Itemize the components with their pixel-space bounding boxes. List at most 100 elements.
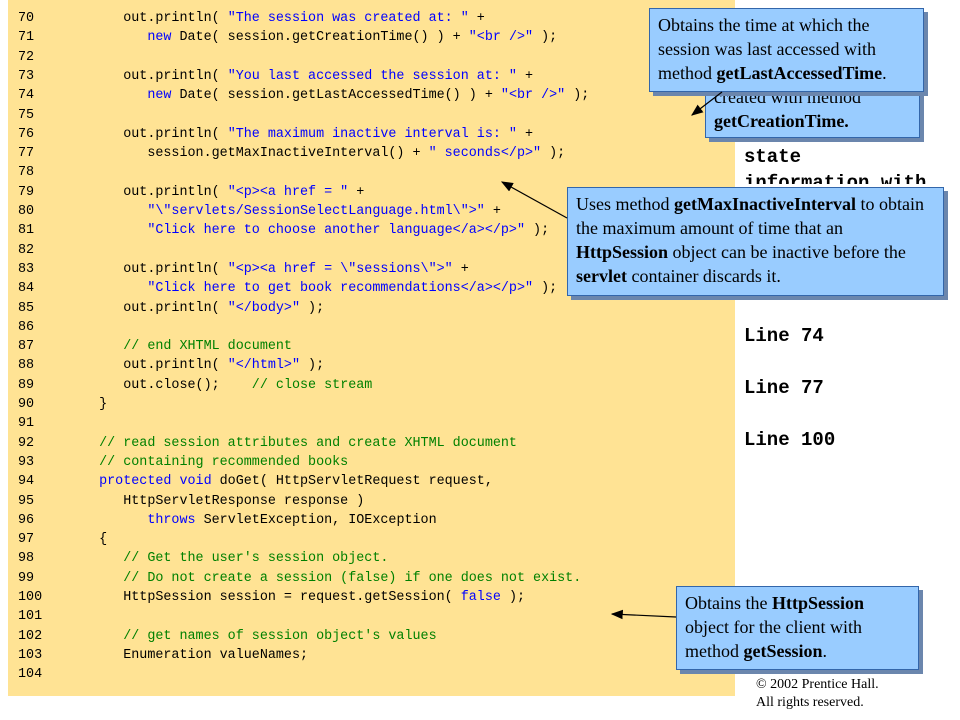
line-number: 77 xyxy=(18,146,35,162)
line-number: 70 xyxy=(18,11,35,26)
line-number: 97 xyxy=(18,532,35,548)
code-token: Enumeration valueNames; xyxy=(75,647,309,663)
callout-last-accessed: Obtains the time at which the session wa… xyxy=(649,8,924,92)
code-token: // get names of session object's values xyxy=(123,628,437,644)
line-number: 82 xyxy=(18,242,35,258)
code-token: out.println( xyxy=(75,261,228,277)
code-source: } xyxy=(75,395,107,414)
code-token xyxy=(75,339,123,354)
code-token: Date( session.getCreationTime() ) + xyxy=(171,30,469,46)
code-source: "\"servlets/SessionSelectLanguage.html\"… xyxy=(75,202,501,221)
code-source: out.close(); // close stream xyxy=(75,376,372,395)
line-number: 95 xyxy=(18,493,35,509)
code-source: out.println( "</body>" ); xyxy=(75,299,324,318)
code-token: // Get the user's session object. xyxy=(123,551,389,567)
code-token: out.println( xyxy=(75,358,228,374)
code-token: protected void xyxy=(99,474,212,490)
sidebar-text-state: state xyxy=(744,146,802,168)
code-token: doGet( HttpServletRequest request, xyxy=(211,474,493,490)
code-token: HttpSession session = request.getSession… xyxy=(75,590,461,605)
code-token: // end XHTML document xyxy=(123,339,292,355)
code-token: new xyxy=(147,30,172,46)
code-token xyxy=(75,204,147,219)
callout-get-session-period: . xyxy=(822,641,828,661)
callout-last-accessed-method: getLastAccessedTime xyxy=(716,63,883,83)
code-token xyxy=(75,629,123,644)
callout-get-session: Obtains the HttpSession object for the c… xyxy=(676,586,919,670)
code-token: Date( session.getLastAccessedTime() ) + xyxy=(171,88,501,104)
line-number: 102 xyxy=(18,628,43,644)
line-number: 78 xyxy=(18,165,35,181)
code-token: + xyxy=(516,68,534,84)
callout-max-inactive: Uses method getMaxInactiveInterval to ob… xyxy=(567,187,944,296)
code-token: { xyxy=(75,532,108,548)
code-token: ); xyxy=(500,590,526,605)
code-token: out.close(); xyxy=(75,377,252,393)
code-source: // get names of session object's values xyxy=(75,627,437,646)
callout-max-inactive-class: HttpSession xyxy=(576,242,669,262)
callout-get-session-text-1: Obtains the xyxy=(685,593,772,613)
line-number: 99 xyxy=(18,570,35,586)
code-token: ); xyxy=(565,88,590,104)
callout-max-inactive-text-4: container discards it. xyxy=(626,266,781,286)
code-source: out.println( "The session was created at… xyxy=(75,9,485,28)
code-source: new Date( session.getLastAccessedTime() … xyxy=(75,86,589,105)
code-source: out.println( "<p><a href = " + xyxy=(75,183,364,202)
code-source: new Date( session.getCreationTime() ) + … xyxy=(75,28,557,47)
line-number: 103 xyxy=(18,647,43,663)
code-token: HttpServletResponse response ) xyxy=(75,493,365,509)
line-number: 73 xyxy=(18,68,35,84)
line-number: 86 xyxy=(18,319,35,335)
line-number: 93 xyxy=(18,454,35,470)
sidebar-line-100: Line 100 xyxy=(744,429,836,451)
line-number: 88 xyxy=(18,358,35,374)
code-token: "Click here to choose another language</… xyxy=(147,223,526,239)
code-token xyxy=(75,30,147,45)
code-token: "Click here to get book recommendations<… xyxy=(147,281,534,297)
code-token: false xyxy=(460,590,501,605)
code-token: ); xyxy=(525,223,550,239)
code-token xyxy=(75,455,99,470)
code-source: HttpSession session = request.getSession… xyxy=(75,588,525,607)
line-number: 74 xyxy=(18,88,35,104)
code-token xyxy=(75,551,123,566)
code-source: "Click here to choose another language</… xyxy=(75,221,549,240)
code-source: protected void doGet( HttpServletRequest… xyxy=(75,472,493,491)
line-number: 94 xyxy=(18,474,35,490)
code-source: out.println( "</html>" ); xyxy=(75,356,324,375)
code-token: ); xyxy=(300,358,325,374)
copyright-line-2: All rights reserved. xyxy=(756,695,864,710)
code-token xyxy=(75,88,147,103)
callout-get-session-text-2: object for the client with method xyxy=(685,617,862,661)
line-number: 85 xyxy=(18,300,35,316)
code-token xyxy=(75,281,147,296)
sidebar-line-74: Line 74 xyxy=(744,325,824,347)
callout-max-inactive-method: getMaxInactiveInterval xyxy=(674,194,856,214)
code-token: ServletException, IOException xyxy=(195,512,437,528)
line-number: 81 xyxy=(18,223,35,239)
code-token: session.getMaxInactiveInterval() + xyxy=(75,146,429,162)
code-token: "<br />" xyxy=(500,88,566,104)
copyright-notice: © 2002 Prentice Hall. All rights reserve… xyxy=(756,676,879,712)
code-token: "</html>" xyxy=(227,358,301,374)
line-number: 80 xyxy=(18,204,35,219)
code-token: " seconds</p>" xyxy=(428,146,542,162)
code-token: // read session attributes and create XH… xyxy=(99,435,517,451)
code-token: ); xyxy=(541,146,566,162)
line-number: 100 xyxy=(18,590,43,605)
code-token: "\"servlets/SessionSelectLanguage.html\"… xyxy=(147,204,485,219)
line-number: 96 xyxy=(18,512,35,528)
code-token: + xyxy=(348,184,365,200)
callout-max-inactive-text-1: Uses method xyxy=(576,194,674,214)
line-number: 71 xyxy=(18,30,35,46)
code-source: HttpServletResponse response ) xyxy=(75,492,364,511)
code-source: // end XHTML document xyxy=(75,337,292,356)
code-token xyxy=(75,223,147,238)
callout-creation-text: created with method xyxy=(714,87,861,107)
line-number: 83 xyxy=(18,261,35,277)
code-token: new xyxy=(147,88,172,104)
code-token: "<br />" xyxy=(468,30,534,46)
code-token: out.println( xyxy=(75,11,228,26)
line-number: 76 xyxy=(18,126,35,142)
line-number: 104 xyxy=(18,667,43,683)
